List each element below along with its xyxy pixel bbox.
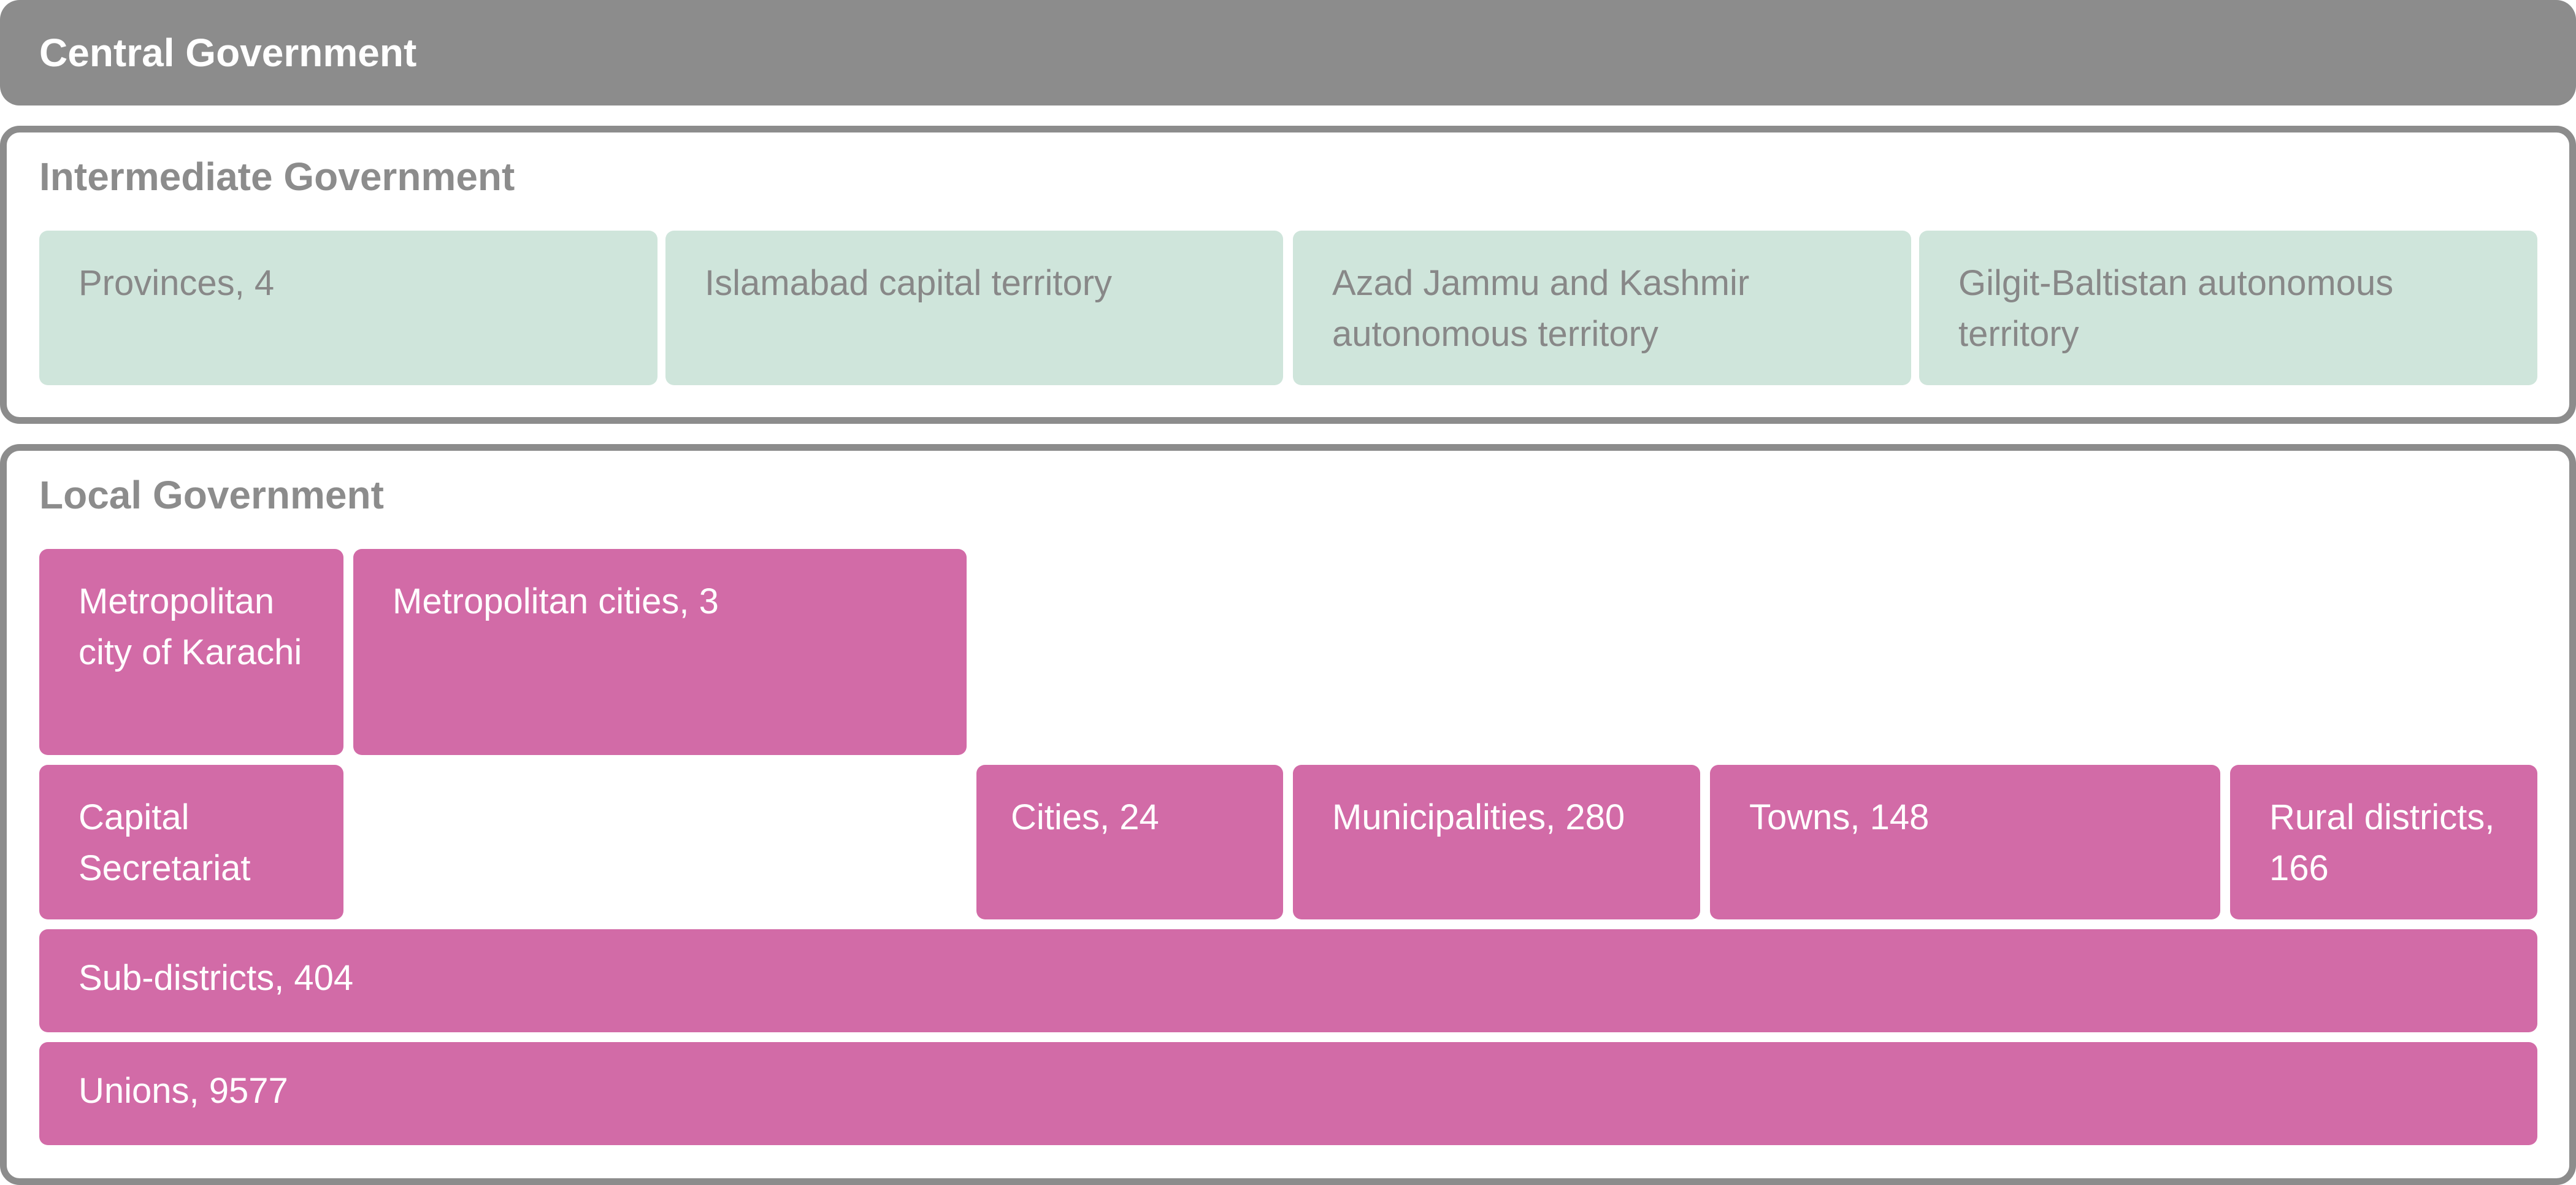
local-government-title: Local Government <box>39 473 384 517</box>
intermediate-item-provinces: Provinces, 4 <box>39 231 657 385</box>
intermediate-item-islamabad: Islamabad capital territory <box>665 231 1283 385</box>
central-government-banner: Central Government <box>0 0 2576 105</box>
central-government-title: Central Government <box>39 31 417 75</box>
local-item-karachi: Metropolitan city of Karachi <box>39 549 343 755</box>
local-item-towns: Towns, 148 <box>1710 765 2220 919</box>
local-item-cities: Cities, 24 <box>976 765 1283 919</box>
intermediate-item-gilgit-baltistan: Gilgit-Baltistan autonomous territory <box>1919 231 2537 385</box>
local-item-municipalities: Municipalities, 280 <box>1293 765 1700 919</box>
local-item-capital-secretariat: Capital Secretariat <box>39 765 343 919</box>
intermediate-item-azad-jammu-kashmir: Azad Jammu and Kashmir autonomous territ… <box>1293 231 1911 385</box>
local-item-rural-districts: Rural districts, 166 <box>2230 765 2537 919</box>
local-item-metropolitan-cities: Metropolitan cities, 3 <box>353 549 967 755</box>
local-item-unions: Unions, 9577 <box>39 1042 2537 1145</box>
local-item-sub-districts: Sub-districts, 404 <box>39 929 2537 1032</box>
intermediate-government-title: Intermediate Government <box>39 155 515 199</box>
